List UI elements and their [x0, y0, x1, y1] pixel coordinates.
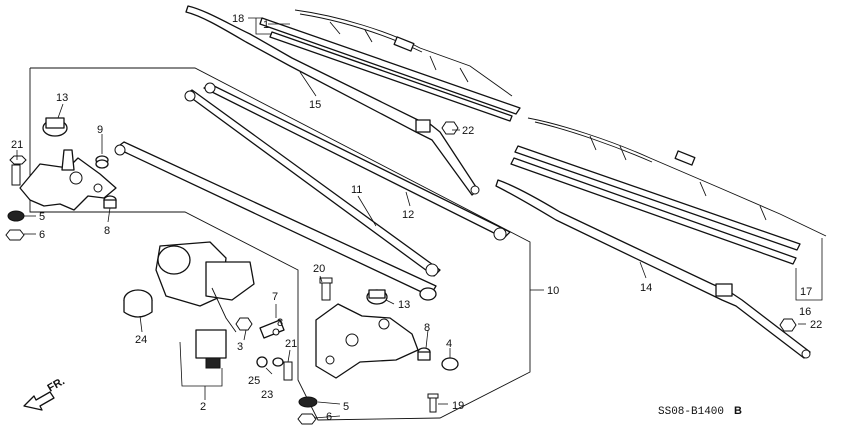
bolt-19	[427, 393, 439, 413]
grommet-23	[272, 357, 284, 367]
callout-25: 25	[248, 375, 260, 387]
nut-6-center	[297, 413, 317, 425]
callout-14: 14	[640, 282, 652, 294]
cap-25	[256, 356, 268, 368]
callout-labels: 18 1 15 22 13 9 21 5 6 8 11 12 10 14 17 …	[11, 13, 822, 423]
linkage-bar-long	[114, 141, 437, 301]
callout-22-right: 22	[810, 319, 822, 331]
bolt-20	[319, 277, 333, 301]
bushing-8-center	[417, 347, 431, 361]
callout-12: 12	[402, 209, 414, 221]
callout-4: 4	[446, 338, 452, 350]
bushing-24	[123, 289, 153, 318]
passenger-wiper-arm	[495, 179, 811, 359]
center-motor-bracket	[315, 303, 419, 379]
callout-1: 1	[263, 19, 269, 31]
nut-22-upper	[441, 121, 459, 135]
washer-5-center	[298, 396, 318, 408]
callout-3: 3	[237, 341, 243, 353]
callout-21-center: 21	[285, 338, 297, 350]
callout-2: 2	[200, 401, 206, 413]
cushion-4	[441, 357, 459, 371]
callout-10: 10	[547, 285, 559, 297]
callout-8-center-left: 8	[277, 317, 283, 329]
callout-22-upper: 22	[462, 125, 474, 137]
grommet-13-left	[42, 117, 68, 137]
linkage-rod-11	[184, 89, 441, 277]
nut-22-right	[779, 318, 797, 332]
callout-13-center: 13	[398, 299, 410, 311]
washer-5-left	[7, 210, 25, 222]
linkage-rod-12	[203, 82, 511, 241]
callout-11: 11	[351, 184, 362, 196]
nut-6-left	[5, 229, 25, 241]
wiper-motor	[155, 241, 255, 369]
callout-17: 17	[800, 286, 812, 298]
callout-13-left: 13	[56, 92, 68, 104]
callout-8-left: 8	[104, 225, 110, 237]
callout-23: 23	[261, 389, 273, 401]
linkage-group-outline	[29, 67, 531, 421]
callout-6-left: 6	[39, 229, 45, 241]
callout-6-center: 6	[326, 411, 332, 423]
bushing-8-left	[103, 195, 117, 209]
callout-16: 16	[799, 306, 811, 318]
left-pivot-bracket	[19, 149, 117, 211]
callout-8-center: 8	[424, 322, 430, 334]
leader-lines	[16, 17, 823, 419]
grommet-13-center	[366, 289, 388, 305]
callout-18: 18	[232, 13, 244, 25]
bolt-21-left	[9, 155, 27, 186]
front-direction-arrow-icon	[23, 391, 55, 411]
callout-21-left: 21	[11, 139, 23, 151]
bolt-21-center	[283, 361, 293, 381]
callout-5-left: 5	[39, 211, 45, 223]
callout-9: 9	[97, 124, 103, 136]
callout-19: 19	[452, 400, 464, 412]
direction-label: FR.	[46, 375, 67, 394]
callout-5-center: 5	[343, 401, 349, 413]
driver-wiper-blade	[259, 9, 521, 122]
callout-7: 7	[272, 291, 278, 303]
callout-20: 20	[313, 263, 325, 275]
grommet-9	[95, 155, 109, 169]
callout-15: 15	[309, 99, 321, 111]
diagram-suffix: B	[734, 405, 742, 417]
nut-3	[235, 317, 253, 331]
driver-wiper-arm	[185, 5, 480, 196]
diagram-code: SS08-B1400	[658, 406, 724, 418]
callout-24: 24	[135, 334, 147, 346]
passenger-wiper-blade	[510, 117, 827, 265]
